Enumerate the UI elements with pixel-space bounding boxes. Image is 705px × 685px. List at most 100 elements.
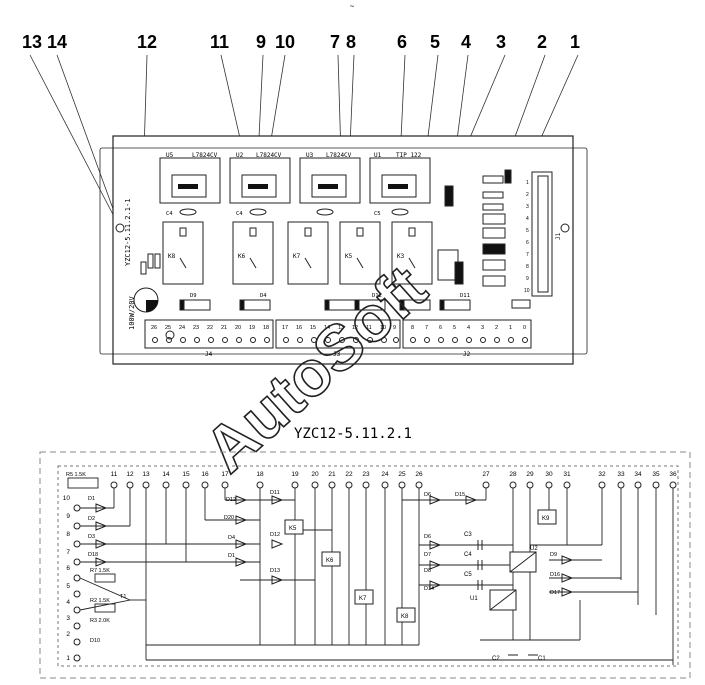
potentiometer: 100W/20V (128, 287, 159, 330)
svg-text:R7 1.5K: R7 1.5K (90, 568, 110, 574)
svg-text:8: 8 (526, 264, 529, 270)
svg-text:23: 23 (362, 471, 370, 478)
diode-label: D4 (260, 293, 267, 299)
svg-text:32: 32 (598, 471, 606, 478)
diode-label: D9 (190, 293, 197, 299)
svg-text:3: 3 (481, 325, 484, 331)
regulator-u2: U2 L7824CV (229, 152, 291, 204)
regulator-ref: U1 (374, 152, 382, 159)
mount-hole-right (560, 223, 570, 233)
svg-text:9: 9 (66, 513, 70, 520)
svg-text:1: 1 (526, 180, 529, 186)
regulator-part: L7824CV (256, 152, 282, 159)
capacitor-symbols (477, 540, 538, 661)
svg-text:R2 1.5K: R2 1.5K (90, 598, 110, 604)
svg-text:26: 26 (415, 471, 423, 478)
svg-text:24: 24 (381, 471, 389, 478)
svg-text:24: 24 (179, 325, 185, 331)
svg-text:34: 34 (634, 471, 642, 478)
svg-text:14: 14 (162, 471, 170, 478)
connector-label: J3 (333, 351, 341, 358)
right-cluster (437, 169, 531, 309)
svg-text:D8: D8 (424, 568, 431, 574)
relay-k8: K8 (162, 221, 204, 285)
svg-text:D14: D14 (424, 586, 434, 592)
callout-3: 3 (496, 32, 506, 52)
cap-label: C4 (236, 211, 243, 217)
callout-12: 12 (137, 32, 157, 52)
callout-8: 8 (346, 32, 356, 52)
regulator-part: TIP 122 (396, 152, 422, 159)
cap-label: C5 (374, 211, 381, 217)
relay-k3: K3 (391, 221, 433, 285)
diode-symbols (95, 495, 574, 597)
board-part-number: YZC12-5.11.2.1-1 (124, 199, 132, 266)
pcb-board: U5 L7824CV U2 L7824CV U3 L7824CV U1 TIP … (99, 135, 588, 365)
svg-text:12: 12 (126, 471, 134, 478)
svg-text:17: 17 (282, 325, 288, 331)
relay-label: K6 (238, 253, 246, 260)
svg-text:2: 2 (526, 192, 529, 198)
cap-label: C4 (166, 211, 173, 217)
mount-hole (165, 330, 175, 340)
svg-text:C3: C3 (464, 532, 472, 538)
svg-text:D1: D1 (88, 496, 95, 502)
regulator-u5: U5 L7824CV (159, 152, 221, 204)
terminal-block-j3: J3 (275, 319, 401, 358)
svg-text:21: 21 (221, 325, 227, 331)
svg-text:U2: U2 (530, 546, 538, 552)
svg-text:D10: D10 (90, 638, 100, 644)
svg-text:D6: D6 (424, 534, 431, 540)
relay-k5-coil (284, 519, 304, 535)
svg-text:4: 4 (467, 325, 470, 331)
cap-row (179, 208, 409, 216)
relay-k7: K7 (287, 221, 329, 285)
svg-text:2: 2 (495, 325, 498, 331)
svg-text:8: 8 (411, 325, 414, 331)
svg-text:28: 28 (509, 471, 517, 478)
svg-text:22: 22 (345, 471, 353, 478)
board-flange (99, 147, 588, 355)
svg-text:5: 5 (526, 228, 529, 234)
svg-text:22: 22 (207, 325, 213, 331)
svg-text:D13: D13 (270, 568, 280, 574)
svg-text:18: 18 (256, 471, 264, 478)
regulator-ref: U5 (166, 152, 174, 159)
relay-label: K5 (345, 253, 353, 260)
svg-text:D4: D4 (228, 535, 235, 541)
svg-text:10: 10 (524, 288, 530, 294)
svg-text:D11: D11 (270, 490, 280, 496)
callout-9: 9 (256, 32, 266, 52)
svg-text:R3 2.0K: R3 2.0K (90, 618, 110, 624)
mount-hole-left (115, 223, 125, 233)
svg-text:C1: C1 (538, 656, 546, 662)
svg-text:K5: K5 (289, 526, 297, 532)
svg-text:D3: D3 (88, 534, 95, 540)
svg-text:5: 5 (453, 325, 456, 331)
svg-text:21: 21 (328, 471, 336, 478)
relay-labels: K5 K6 K7 K8 K9 (289, 516, 550, 620)
svg-text:13: 13 (142, 471, 150, 478)
svg-text:4: 4 (66, 599, 70, 606)
svg-text:11: 11 (111, 471, 118, 478)
callout-11: 11 (210, 32, 229, 52)
svg-text:25: 25 (165, 325, 171, 331)
relay-k7-coil (354, 589, 374, 605)
schematic-title: YZC12-5.11.2.1 (294, 426, 412, 442)
svg-text:D15: D15 (455, 492, 465, 498)
svg-text:K6: K6 (326, 558, 334, 564)
svg-text:16: 16 (296, 325, 302, 331)
svg-text:D1: D1 (228, 553, 235, 559)
ic-labels: U1 U2 (470, 546, 538, 602)
side-connector: J1 (531, 171, 562, 297)
regulator-part: L7824CV (192, 152, 218, 159)
wiring (67, 477, 674, 665)
left-part-labels: R5 1.5K R7 1.5K R2 1.5K R3 2.0K T1 D10 (66, 472, 126, 644)
svg-text:6: 6 (439, 325, 442, 331)
regulator-ref: U3 (306, 152, 314, 159)
svg-text:D2: D2 (88, 516, 95, 522)
ics (489, 551, 537, 611)
svg-text:31: 31 (563, 471, 571, 478)
